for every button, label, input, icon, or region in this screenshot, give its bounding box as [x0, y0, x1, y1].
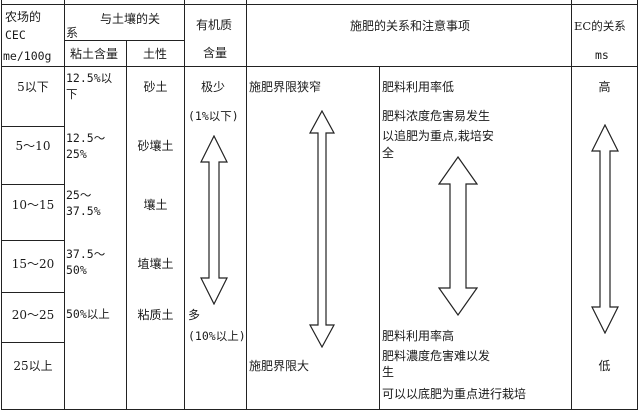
header-cec-unit: me/100g — [3, 49, 52, 63]
cec-value: 10～15 — [11, 198, 55, 212]
header-soil-type: 土性 — [143, 47, 168, 61]
clay-content-value: 12.5%以 — [66, 71, 113, 85]
col-divider-clay — [126, 40, 127, 410]
row-line-1 — [1, 126, 64, 127]
col-divider-soil — [184, 0, 185, 410]
organic-high-range: (10%以上) — [188, 329, 246, 343]
row-line-4 — [1, 292, 64, 293]
header-clay-content: 粘土含量 — [70, 47, 119, 61]
clay-content-value: 25% — [66, 147, 87, 161]
soil-type-value: 砂壤土 — [137, 139, 174, 153]
soil-type-value: 砂土 — [143, 80, 168, 94]
row-line-3 — [1, 240, 64, 241]
header-cec-line2: CEC — [5, 28, 26, 42]
fert-note-high: 肥料濃度危害难以发 — [382, 349, 491, 363]
col-divider-fertilization — [571, 0, 572, 410]
fert-note-high: 生 — [382, 365, 395, 379]
clay-content-value: 37.5～ — [66, 247, 106, 261]
header-soil-relation-line2: 系 — [66, 26, 79, 40]
table-border-right — [637, 0, 638, 410]
fert-limit-narrow: 施肥界限狭窄 — [249, 80, 322, 94]
ec-low-label: 低 — [598, 359, 611, 373]
organic-double-arrow — [200, 135, 228, 305]
header-bottom-line — [1, 66, 638, 67]
soil-type-value: 粘质土 — [137, 308, 174, 322]
cec-value: 15～20 — [11, 257, 55, 271]
header-ec-unit: ms — [595, 48, 609, 62]
header-fertilization: 施肥的关系和注意事项 — [350, 19, 471, 33]
clay-content-value: 下 — [66, 87, 78, 101]
fert-note-low: 肥料浓度危害易发生 — [382, 109, 491, 123]
cec-value: 5～10 — [15, 139, 51, 153]
col-divider-fert-sub — [379, 66, 380, 410]
cec-value: 5以下 — [17, 80, 49, 94]
header-cec-line1: 农场的 — [5, 10, 42, 24]
fert-note-low: 全 — [382, 146, 395, 160]
header-organic-line2: 含量 — [203, 46, 228, 60]
fert-note-high: 肥料利用率高 — [382, 329, 455, 343]
clay-content-value: 12.5～ — [66, 131, 106, 145]
ec-high-label: 高 — [598, 80, 611, 94]
clay-content-value: 25～ — [66, 188, 92, 202]
header-soil-relation-line1: 与土壤的关 — [100, 12, 161, 26]
header-ec: EC的关系 — [574, 19, 626, 33]
soil-type-value: 埴壤土 — [137, 257, 174, 271]
fert-notes-double-arrow — [438, 156, 478, 316]
row-line-5 — [1, 342, 64, 343]
clay-content-value: 50%以上 — [66, 307, 110, 321]
table-border-top — [1, 4, 638, 5]
fert-note-high: 可以以底肥为重点进行栽培 — [382, 387, 527, 401]
col-divider-cec — [64, 0, 65, 410]
organic-low-label: 极少 — [201, 80, 226, 94]
header-subdivider — [64, 40, 184, 41]
fert-note-low: 以追肥为重点,栽培安 — [382, 129, 494, 143]
organic-high-label: 多 — [188, 308, 201, 322]
fert-limit-double-arrow — [309, 110, 335, 348]
cec-value: 20～25 — [11, 308, 55, 322]
col-divider-organic — [246, 0, 247, 410]
cec-value: 25以上 — [13, 359, 53, 373]
clay-content-value: 50% — [66, 263, 87, 277]
ec-double-arrow — [591, 124, 619, 334]
soil-type-value: 壤土 — [143, 198, 168, 212]
table-border-left — [1, 0, 2, 410]
row-line-2 — [1, 184, 64, 185]
header-organic-line1: 有机质 — [196, 18, 233, 32]
clay-content-value: 37.5% — [66, 204, 101, 218]
organic-low-range: (1%以下) — [188, 109, 239, 123]
fert-limit-wide: 施肥界限大 — [249, 359, 310, 373]
fert-note-low: 肥料利用率低 — [382, 80, 455, 94]
